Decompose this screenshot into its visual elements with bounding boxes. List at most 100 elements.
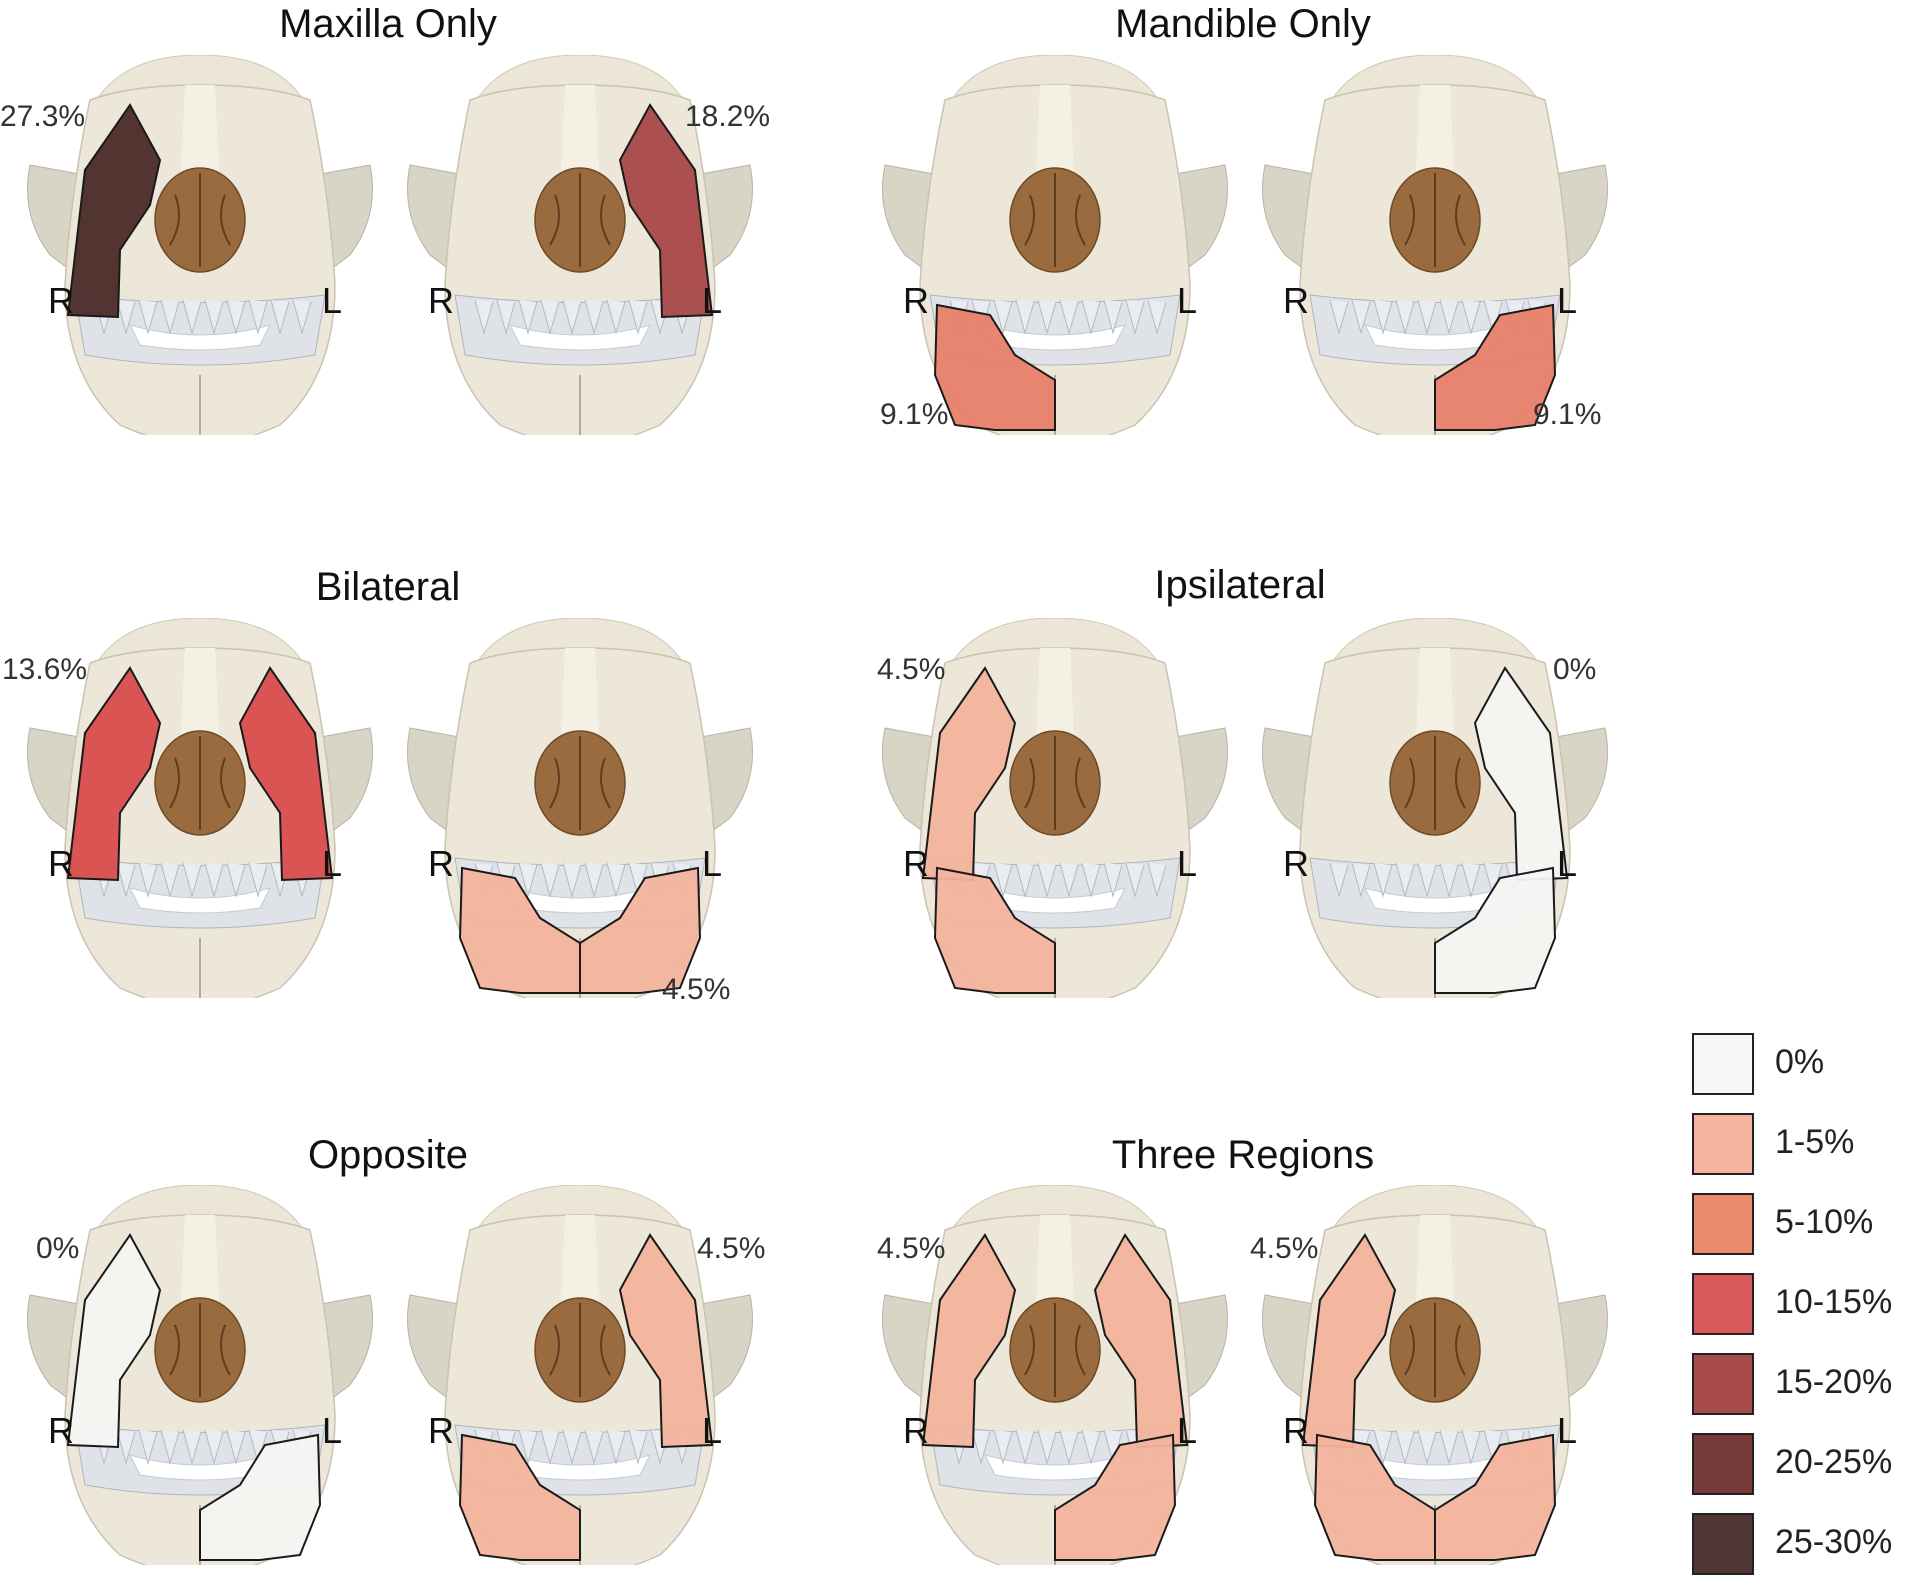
tooth bbox=[182, 862, 202, 898]
highlighted-region bbox=[1434, 866, 1557, 994]
highlighted-region bbox=[1473, 666, 1569, 882]
tooth bbox=[562, 299, 582, 335]
highlighted-region bbox=[933, 866, 1056, 994]
tooth bbox=[1417, 299, 1437, 335]
nasal-bridge bbox=[560, 1215, 600, 1325]
tooth bbox=[1373, 299, 1393, 335]
side-label-right: R bbox=[48, 843, 74, 884]
nasal-bridge bbox=[1415, 1215, 1455, 1325]
pct-label: 18.2% bbox=[685, 100, 771, 133]
tooth bbox=[182, 299, 202, 335]
tooth bbox=[1147, 862, 1167, 898]
nasal-bridge bbox=[560, 85, 600, 195]
pct-label: 0% bbox=[1553, 653, 1597, 686]
highlighted-region bbox=[1301, 1233, 1397, 1449]
side-label-left: L bbox=[702, 1410, 723, 1451]
nasal-turbinates bbox=[1404, 1303, 1466, 1397]
side-label-right: R bbox=[903, 843, 929, 884]
side-label-left: L bbox=[1557, 280, 1578, 321]
tooth bbox=[292, 299, 312, 335]
tooth bbox=[606, 299, 626, 335]
tooth bbox=[1461, 299, 1481, 335]
skull-illustration bbox=[1262, 1184, 1608, 1578]
side-label-left: L bbox=[1557, 1410, 1578, 1451]
skull-illustration bbox=[882, 1184, 1228, 1578]
tooth bbox=[1395, 299, 1415, 335]
highlighted-region bbox=[933, 303, 1056, 431]
skull-panel bbox=[1245, 1184, 1625, 1578]
tooth bbox=[160, 862, 180, 898]
tooth bbox=[1395, 1429, 1415, 1465]
legend-label: 10-15% bbox=[1775, 1283, 1893, 1321]
tooth bbox=[1037, 299, 1057, 335]
legend-swatch bbox=[1692, 1033, 1754, 1095]
skull-panel bbox=[390, 1184, 770, 1578]
skull-illustration bbox=[882, 54, 1228, 448]
highlighted-region bbox=[66, 666, 162, 882]
tooth bbox=[540, 1429, 560, 1465]
tooth bbox=[116, 862, 136, 898]
tooth bbox=[993, 1429, 1013, 1465]
side-label-left: L bbox=[1177, 843, 1198, 884]
tooth bbox=[971, 1429, 991, 1465]
nasal-turbinates bbox=[1024, 173, 1086, 267]
pct-label: 9.1% bbox=[880, 398, 949, 431]
tooth bbox=[1125, 299, 1145, 335]
nasal-bridge bbox=[180, 648, 220, 758]
tooth bbox=[1417, 862, 1437, 898]
legend-swatch bbox=[1692, 1353, 1754, 1415]
tooth bbox=[1461, 1429, 1481, 1465]
tooth bbox=[1461, 862, 1481, 898]
pct-label: 4.5% bbox=[1250, 1232, 1319, 1265]
pct-label: 27.3% bbox=[0, 100, 86, 133]
group-title-mandible-only: Mandible Only bbox=[1115, 2, 1371, 46]
tooth bbox=[138, 299, 158, 335]
tooth bbox=[248, 862, 268, 898]
highlighted-region bbox=[1054, 1433, 1177, 1561]
tooth bbox=[116, 299, 136, 335]
tooth bbox=[1351, 862, 1371, 898]
highlighted-region bbox=[458, 1433, 581, 1561]
nasal-bridge bbox=[1035, 648, 1075, 758]
side-label-right: R bbox=[903, 280, 929, 321]
tooth bbox=[584, 862, 604, 898]
tooth bbox=[1417, 1429, 1437, 1465]
skull-panel bbox=[10, 617, 390, 1011]
highlighted-region bbox=[921, 1233, 1017, 1449]
tooth bbox=[226, 299, 246, 335]
side-label-left: L bbox=[1177, 280, 1198, 321]
side-label-right: R bbox=[903, 1410, 929, 1451]
tooth bbox=[993, 862, 1013, 898]
legend-label: 15-20% bbox=[1775, 1363, 1893, 1401]
skull-panel bbox=[865, 617, 1245, 1011]
skull-panel bbox=[1245, 54, 1625, 448]
tooth bbox=[1439, 1429, 1459, 1465]
tooth bbox=[584, 1429, 604, 1465]
skull-illustration bbox=[407, 54, 753, 448]
tooth bbox=[474, 299, 494, 335]
tooth bbox=[1103, 862, 1123, 898]
tooth bbox=[1015, 1429, 1035, 1465]
tooth bbox=[518, 299, 538, 335]
tooth bbox=[993, 299, 1013, 335]
tooth bbox=[1081, 862, 1101, 898]
nasal-bridge bbox=[1035, 85, 1075, 195]
nasal-turbinates bbox=[169, 736, 231, 830]
pct-label: 9.1% bbox=[1533, 398, 1602, 431]
highlighted-region bbox=[199, 1433, 322, 1561]
tooth bbox=[204, 1429, 224, 1465]
tooth bbox=[1103, 299, 1123, 335]
legend-label: 25-30% bbox=[1775, 1523, 1893, 1561]
tooth bbox=[1125, 862, 1145, 898]
nasal-bridge bbox=[1415, 85, 1455, 195]
skull-illustration bbox=[1262, 617, 1608, 1011]
tooth bbox=[628, 299, 648, 335]
highlighted-region bbox=[618, 103, 714, 319]
skull-panel bbox=[10, 54, 390, 448]
legend-label: 20-25% bbox=[1775, 1443, 1893, 1481]
tooth bbox=[270, 299, 290, 335]
legend-swatch bbox=[1692, 1513, 1754, 1575]
tooth bbox=[204, 299, 224, 335]
side-label-left: L bbox=[322, 843, 343, 884]
nasal-turbinates bbox=[1404, 736, 1466, 830]
